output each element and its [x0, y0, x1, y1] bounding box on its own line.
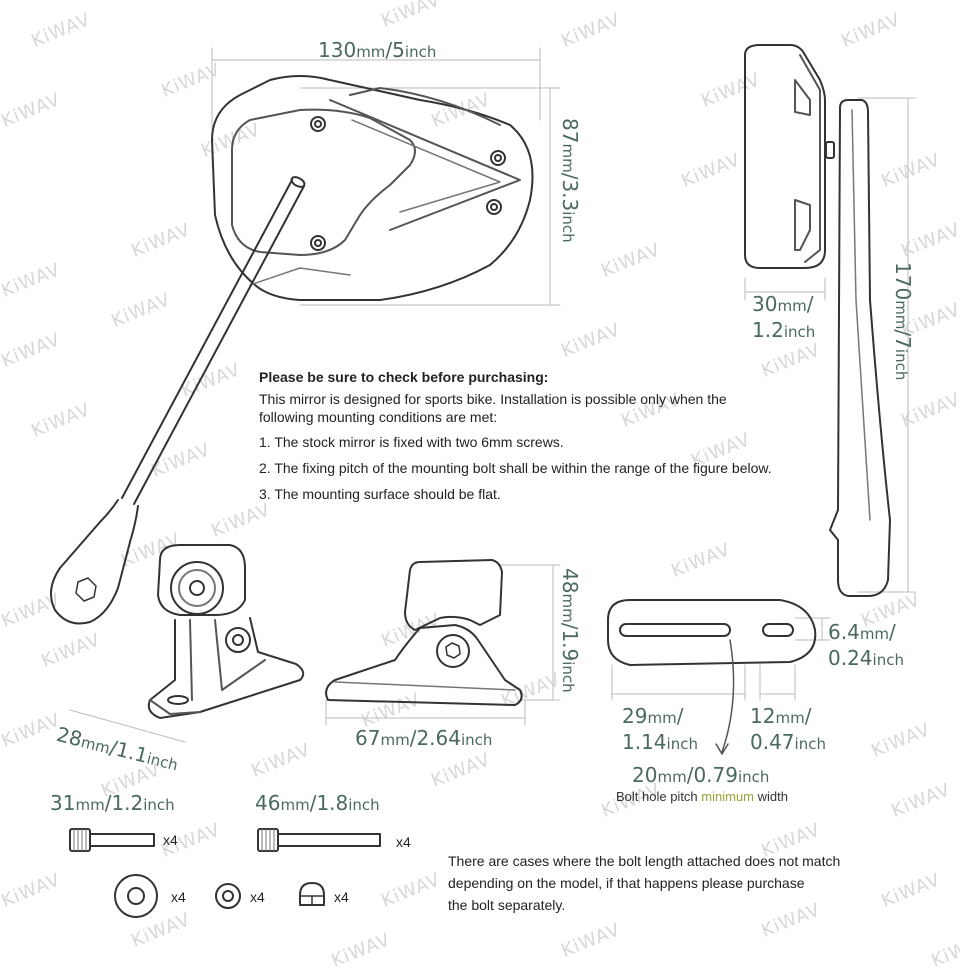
- bolt-note-line-3: the bolt separately.: [448, 897, 566, 913]
- pitch-caption: Bolt hole pitch minimum width: [616, 789, 788, 804]
- dim-width-top: 130mm/5inch: [318, 38, 437, 62]
- dim-bolt-long: 46mm/1.8inch: [255, 791, 380, 815]
- hardware: [69, 828, 381, 918]
- notice-intro-2: following mounting conditions are met:: [259, 409, 498, 425]
- dim-bolt-short: 31mm/1.2inch: [50, 791, 175, 815]
- notice-item-1: 1. The stock mirror is fixed with two 6m…: [259, 434, 564, 450]
- dim-height-top: 87mm/3.3inch: [558, 118, 582, 243]
- purchase-notice: Please be sure to check before purchasin…: [259, 368, 849, 503]
- notice-item-3: 3. The mounting surface should be flat.: [259, 486, 501, 502]
- bolt-note-line-2: depending on the model, if that happens …: [448, 875, 805, 891]
- qty-washer-small: x4: [250, 889, 265, 905]
- mount-base-front: [147, 544, 305, 719]
- dim-slot-left: 29mm/ 1.14inch: [622, 704, 698, 754]
- dim-slot-width: 6.4mm/ 0.24inch: [828, 620, 904, 670]
- mirror-arm: [50, 176, 306, 625]
- slot-plate: [607, 599, 817, 755]
- notice-heading: Please be sure to check before purchasin…: [259, 369, 549, 385]
- bolt-note-line-1: There are cases where the bolt length at…: [448, 853, 841, 869]
- dim-base-length: 67mm/2.64inch: [355, 726, 493, 750]
- mirror-side-view: [744, 44, 891, 597]
- mount-base-side: [325, 559, 523, 706]
- qty-bolt-short: x4: [163, 832, 178, 848]
- dim-side-height: 170mm/7inch: [891, 262, 915, 381]
- qty-bolt-long: x4: [396, 834, 411, 850]
- bolt-length-note: There are cases where the bolt length at…: [448, 850, 888, 916]
- mirror-top-view: [211, 75, 534, 301]
- qty-cap-nut: x4: [334, 889, 349, 905]
- dimension-guides: [69, 47, 916, 743]
- dim-side-depth: 30mm/ 1.2inch: [752, 292, 816, 342]
- dim-base-height: 48mm/1.9inch: [558, 568, 582, 693]
- dim-slot-right: 12mm/ 0.47inch: [750, 704, 826, 754]
- notice-intro-1: This mirror is designed for sports bike.…: [259, 391, 727, 407]
- dim-pitch-min: 20mm/0.79inch: [632, 763, 770, 787]
- qty-washer-large: x4: [171, 889, 186, 905]
- notice-item-2: 2. The fixing pitch of the mounting bolt…: [259, 460, 772, 476]
